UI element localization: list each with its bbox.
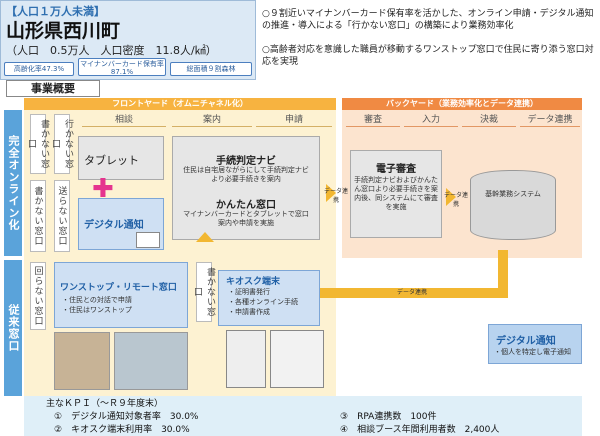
kpi-title: 主なＫＰＩ（～Ｒ９年度末）	[46, 399, 164, 409]
core-system-label: 基幹業務システム	[485, 190, 541, 198]
back-yard-band: バックヤード（業務効率化とデータ連携）	[342, 98, 582, 110]
population-tag: 【人口１万人未満】	[6, 5, 105, 18]
data-link-label-3: データ連携	[396, 289, 427, 296]
plus-icon: ✚	[92, 174, 114, 204]
review-box	[350, 150, 442, 238]
tablet-label: タブレット	[84, 154, 139, 167]
side-label-online: 完全オンライン化	[4, 110, 22, 256]
copier-image	[270, 330, 324, 388]
side-label-traditional: 従来窓口	[4, 260, 22, 396]
head-apply: 申請	[256, 114, 332, 127]
vcol-no-send: 送らない窓口	[54, 180, 70, 252]
navi-desc: 住民は自宅居ながらにして手続判定ナビより必要手続きを案内	[183, 166, 309, 183]
vcol-write-free-2: 書かない窓口	[30, 180, 46, 252]
kiosk-item-2: ・各種オンライン手続	[228, 298, 298, 306]
kiosk-item-3: ・申請書作成	[228, 308, 270, 316]
navi-box	[172, 136, 320, 240]
section-title: 事業概要	[6, 80, 100, 97]
review-desc: 手続判定ナビおよびかんたん窓口より必要手続きを案内後、同システムにて審査を実施	[354, 176, 438, 211]
tablet-box	[78, 136, 164, 180]
front-yard-band: フロントヤード（オムニチャネル化）	[24, 98, 336, 110]
head-review: 審査	[346, 114, 400, 127]
easy-window-title: かんたん窓口	[216, 200, 276, 211]
data-link-label-2: データ連携	[443, 192, 468, 208]
review-title: 電子審査	[376, 164, 416, 175]
vcol-no-round: 回らない窓口	[30, 262, 46, 330]
navi-title: 手続判定ナビ	[216, 156, 276, 167]
kiosk-terminal-image	[226, 330, 266, 388]
core-system-cylinder	[470, 170, 556, 240]
arrow-right-icon-2	[446, 188, 456, 206]
kpi-item-4: ④ 相談ブース年間利用者数 2,400人	[340, 425, 500, 435]
easy-window-desc: マイナンバーカードとタブレットで窓口案内や申請を実施	[183, 210, 309, 227]
bullet-2: ○高齢者対応を意識した職員が移動するワンストップ窓口で住民に寄り添う窓口対応を実…	[262, 45, 594, 67]
digital-notice-right-box	[488, 324, 582, 364]
onestop-item-1: ・住民との対話で申請	[62, 296, 132, 304]
municipality-name: 山形県西川町	[6, 20, 121, 42]
office-photo	[114, 332, 188, 390]
head-consult: 相談	[82, 114, 166, 127]
kiosk-box	[218, 270, 320, 326]
digital-notice-right-desc: ・個人を特定し電子通知	[494, 348, 571, 356]
kpi-item-1: ① デジタル通知対象者率 30.0%	[54, 412, 199, 422]
mynumber-rate-pill: マイナンバーカード保有率87.1%	[78, 58, 166, 76]
data-link-arrow	[250, 288, 508, 298]
kiosk-item-1: ・証明書発行	[228, 288, 270, 296]
phone-image	[136, 232, 160, 248]
kpi-item-3: ③ RPA連携数 100件	[340, 412, 437, 422]
head-guide: 案内	[172, 114, 252, 127]
vcol-write-free: 書かない窓口	[26, 114, 49, 174]
digital-notice-right-title: デジタル通知	[496, 336, 556, 347]
data-link-up-arrow	[498, 250, 508, 298]
head-approve: 決裁	[462, 114, 516, 127]
bullet-1: ○９割近いマイナンバーカード保有率を活かした、オンライン申請・デジタル通知の推進…	[262, 9, 594, 31]
kiosk-title: キオスク端末	[226, 277, 281, 287]
head-data-link: データ連携	[520, 114, 580, 127]
population-info: （人口 0.5万人 人口密度 11.8人/㎢）	[6, 44, 217, 57]
arrow-up-icon	[196, 232, 214, 242]
onestop-title: ワンストップ・リモート窓口	[60, 283, 177, 293]
arrow-right-icon	[326, 184, 336, 202]
onestop-box	[54, 262, 188, 328]
kpi-item-2: ② キオスク端末利用率 30.0%	[54, 425, 190, 435]
forest-pill: 総面積９割森林	[170, 62, 252, 76]
booth-photo	[54, 332, 110, 390]
digital-notice-label: デジタル通知	[84, 220, 144, 231]
head-input: 入力	[404, 114, 458, 127]
data-link-label: データ連携	[323, 188, 348, 204]
kpi-panel: 主なＫＰＩ（～Ｒ９年度末） ① デジタル通知対象者率 30.0% ② キオスク端…	[24, 396, 582, 436]
aging-rate-pill: 高齢化率47.3%	[4, 62, 74, 76]
vcol-no-visit: 行かない窓口	[50, 114, 73, 174]
vcol-write-free-3: 書かない窓口	[192, 262, 215, 322]
onestop-item-2: ・住民はワンストップ	[62, 306, 132, 314]
